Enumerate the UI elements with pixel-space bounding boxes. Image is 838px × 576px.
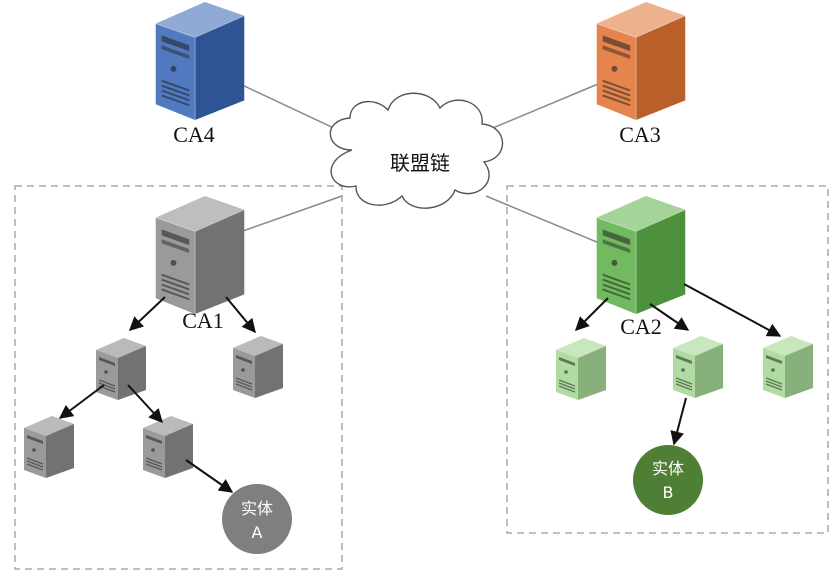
arrow-to-entity-b	[670, 397, 687, 446]
entity-a-label: 实体	[241, 499, 273, 518]
entity-b-circle	[633, 445, 703, 515]
arrow-ca1-child	[225, 296, 256, 334]
ca1-label: CA1	[182, 308, 224, 333]
arrow-sub-child	[58, 384, 105, 419]
arrow-ca2-child	[575, 297, 609, 331]
ca1-child-server-icon	[233, 336, 283, 398]
sub-server-icon	[143, 416, 193, 478]
arrow-sub-child	[127, 384, 163, 424]
ca2-child-server-icon	[673, 336, 723, 398]
entity-b-id: B	[663, 483, 674, 502]
entity-b: 实体 B	[633, 445, 703, 515]
entity-a: 实体 A	[222, 484, 292, 554]
link-ca3-cloud	[487, 83, 599, 131]
ca1-server	[155, 196, 245, 314]
arrow-ca2-child	[649, 303, 690, 331]
ca3-label: CA3	[619, 122, 661, 147]
link-ca1-cloud	[239, 195, 343, 233]
entity-a-circle	[222, 484, 292, 554]
entity-a-id: A	[252, 523, 263, 542]
ca2-child-server-icon	[556, 338, 606, 400]
ca4-label: CA4	[173, 122, 215, 147]
arrow-to-entity-a	[185, 459, 234, 493]
ca2-child-server-icon	[763, 336, 813, 398]
arrow-ca1-child	[128, 296, 166, 331]
ca3-server	[596, 2, 686, 120]
ca2-server	[596, 196, 686, 314]
cloud-label: 联盟链	[390, 151, 450, 175]
entity-b-label: 实体	[652, 459, 684, 478]
arrow-ca2-child	[683, 283, 782, 337]
sub-server-icon	[24, 416, 74, 478]
alliance-chain-cloud: 联盟链	[329, 92, 504, 209]
left-domain-box	[14, 185, 343, 570]
ca4-server-icon	[155, 2, 245, 120]
right-domain-box	[506, 185, 829, 534]
ca2-server-icon	[596, 196, 686, 314]
ca4-server	[155, 2, 245, 120]
ca1-server-icon	[155, 196, 245, 314]
ca1-child-server-icon	[96, 338, 146, 400]
ca3-server-icon	[596, 2, 686, 120]
ca2-label: CA2	[620, 314, 662, 339]
